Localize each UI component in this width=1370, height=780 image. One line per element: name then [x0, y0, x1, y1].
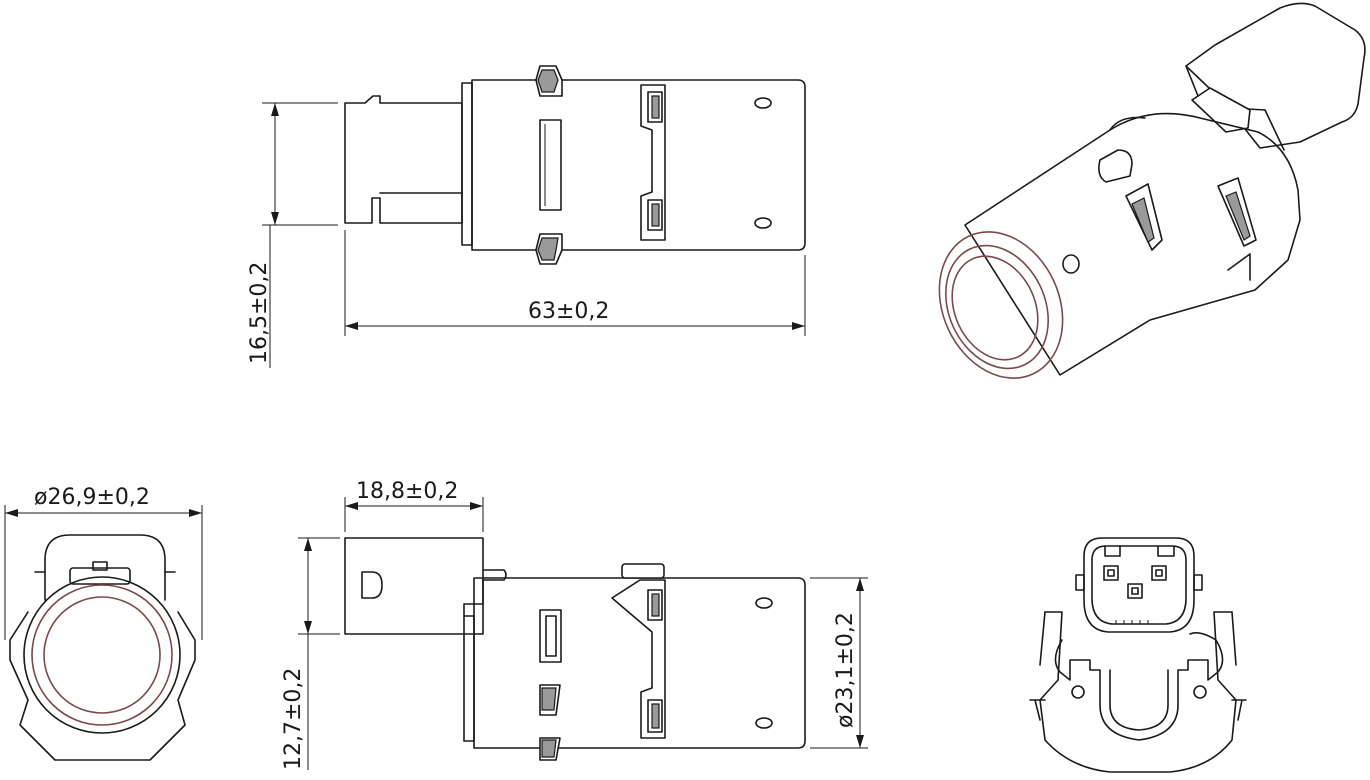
- sensor-front-ring: [938, 231, 1064, 379]
- dim-height-side: 16,5±0,2: [247, 102, 338, 368]
- dim-diameter-body: ø23,1±0,2: [810, 577, 868, 749]
- dim-length: 63±0,2: [344, 230, 806, 336]
- diameter-front-label: ø26,9±0,2: [34, 485, 150, 510]
- dim-connector-length: 18,8±0,2: [344, 479, 484, 532]
- height-side-label: 16,5±0,2: [247, 262, 272, 364]
- dim-height-bottom: 12,7±0,2: [281, 537, 340, 770]
- front-membrane: [43, 596, 161, 714]
- main-body: [471, 79, 806, 251]
- sensor-membrane: [951, 255, 1039, 361]
- perspective-view: [938, 2, 1366, 379]
- diameter-body-label: ø23,1±0,2: [833, 612, 858, 728]
- side-view-bottom: [344, 537, 806, 761]
- length-label: 63±0,2: [528, 299, 609, 324]
- front-view: [9, 534, 196, 761]
- connector-length-label: 18,8±0,2: [356, 479, 458, 504]
- connector-block: [344, 95, 463, 224]
- dim-diameter-front: ø26,9±0,2: [4, 485, 203, 640]
- side-view-top: [344, 65, 806, 265]
- height-bottom-label: 12,7±0,2: [281, 668, 306, 770]
- rear-view: [1029, 537, 1247, 773]
